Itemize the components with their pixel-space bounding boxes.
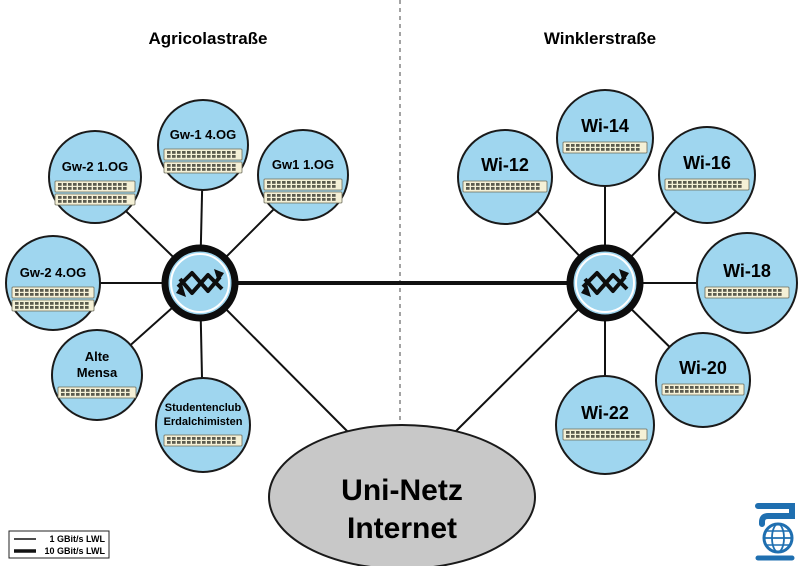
router-icon	[566, 244, 644, 322]
network-switch-icon	[263, 191, 343, 204]
right-node-label: Wi-22	[581, 403, 629, 423]
right-node-label: Wi-18	[723, 261, 771, 281]
right-node-circle	[655, 332, 751, 428]
left-node-label: Gw1 1.OG	[272, 157, 334, 172]
network-switch-icon	[704, 286, 790, 299]
right-node-label: Wi-14	[581, 116, 629, 136]
left-node: Gw-2 1.OG	[48, 130, 142, 224]
node-group: Gw-1 4.OG Gw1 1.OG Gw-2 1.OG Gw-2 4.OG AlteM…	[5, 89, 798, 475]
right-node: Wi-18	[696, 232, 798, 334]
network-switch-icon	[11, 299, 95, 312]
right-node: Wi-12	[457, 129, 553, 225]
left-node-label: Studentenclub	[165, 402, 242, 414]
left-node-label: Gw-1 4.OG	[170, 127, 236, 142]
left-node: Gw-2 4.OG	[5, 235, 101, 331]
right-node: Wi-14	[556, 89, 654, 187]
network-switch-icon	[163, 148, 243, 161]
network-switch-icon	[57, 386, 137, 399]
right-site-title: Winklerstraße	[544, 29, 656, 48]
right-node-circle	[556, 89, 654, 187]
left-node-circle	[5, 235, 101, 331]
legend: 1 GBit/s LWL 10 GBit/s LWL	[8, 530, 110, 559]
right-node-label: Wi-12	[481, 155, 529, 175]
right-node: Wi-20	[655, 332, 751, 428]
network-switch-icon	[562, 428, 648, 441]
left-node-label: Erdalchimisten	[164, 416, 243, 428]
globe-logo-icon	[755, 503, 795, 561]
right-node-label: Wi-16	[683, 153, 731, 173]
network-switch-icon	[163, 161, 243, 174]
left-node-circle	[257, 129, 349, 221]
left-site-title: Agricolastraße	[148, 29, 267, 48]
left-node-circle	[157, 99, 249, 191]
cloud-shape	[268, 424, 536, 566]
router-icon	[161, 244, 239, 322]
left-node-label: Mensa	[77, 365, 118, 380]
legend-box	[8, 530, 110, 559]
router-group	[161, 244, 644, 322]
network-switch-icon	[54, 180, 136, 193]
right-node-circle	[696, 232, 798, 334]
left-node-circle	[155, 377, 251, 473]
left-node-label: Alte	[85, 349, 110, 364]
left-node: Gw-1 4.OG	[157, 99, 249, 191]
network-switch-icon	[562, 141, 648, 154]
network-switch-icon	[462, 180, 548, 193]
network-switch-icon	[664, 178, 750, 191]
internet-cloud: Uni-Netz Internet	[268, 424, 536, 566]
right-node: Wi-16	[658, 126, 756, 224]
legend-thin-label: 1 GBit/s LWL	[49, 534, 105, 544]
right-node-label: Wi-20	[679, 358, 727, 378]
right-node-circle	[457, 129, 553, 225]
left-node-circle	[48, 130, 142, 224]
left-node-label: Gw-2 1.OG	[62, 159, 128, 174]
legend-thick-label: 10 GBit/s LWL	[44, 546, 105, 556]
cloud-label-line2: Internet	[347, 512, 457, 545]
right-node-circle	[555, 375, 655, 475]
network-switch-icon	[11, 286, 95, 299]
network-switch-icon	[661, 383, 745, 396]
cloud-label-line1: Uni-Netz	[341, 474, 463, 507]
network-switch-icon	[163, 434, 243, 447]
network-switch-icon	[263, 178, 343, 191]
left-node: Gw1 1.OG	[257, 129, 349, 221]
right-node-circle	[658, 126, 756, 224]
right-node: Wi-22	[555, 375, 655, 475]
left-node-label: Gw-2 4.OG	[20, 265, 86, 280]
network-switch-icon	[54, 193, 136, 206]
